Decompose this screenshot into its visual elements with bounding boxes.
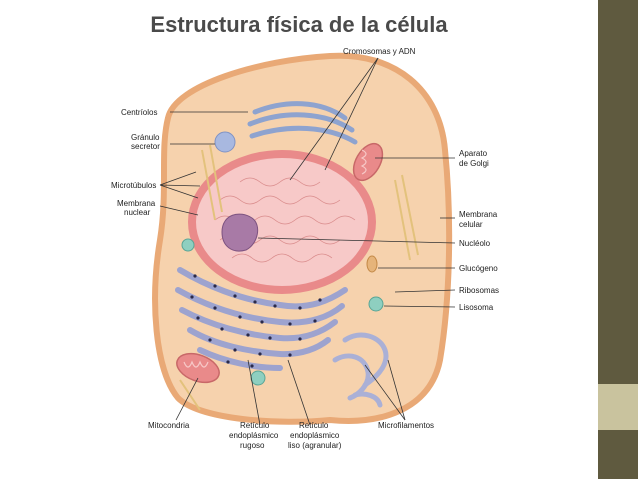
label-centriolos: Centríolos: [121, 108, 157, 117]
label-ser-3: liso (agranular): [288, 441, 342, 450]
mitochondrion-upper-right: [352, 142, 384, 182]
label-ser-1: Retículo: [299, 421, 329, 430]
microtubules: [179, 144, 419, 411]
label-ribosomas: Ribosomas: [459, 286, 499, 295]
label-microtubulos: Microtúbulos: [111, 181, 156, 190]
label-membrana-celular-2: celular: [459, 220, 483, 229]
mitochondrion-lower-left: [176, 352, 220, 384]
label-ser-2: endoplásmico: [290, 431, 340, 440]
leader-lines: [159, 57, 456, 426]
label-granulo-2: secretor: [131, 142, 160, 151]
label-golgi-1: Aparato: [459, 149, 488, 158]
label-membrana-nuclear-1: Membrana: [117, 199, 156, 208]
label-cromosomas: Cromosomas y ADN: [343, 47, 416, 56]
sidebar-band-bottom: [598, 430, 638, 479]
vesicle-green-lower: [250, 370, 266, 386]
decorative-sidebar: [598, 0, 638, 479]
lysosome: [368, 296, 384, 312]
secretory-granule: [214, 131, 236, 153]
nucleolus: [221, 213, 259, 252]
label-mitocondria: Mitocondria: [148, 421, 190, 430]
sidebar-band-middle: [598, 384, 638, 430]
rough-endoplasmic-reticulum: [175, 267, 348, 371]
label-lisosoma: Lisosoma: [459, 303, 494, 312]
sidebar-band-top: [598, 0, 638, 384]
label-glucogeno: Glucógeno: [459, 264, 498, 273]
glycogen: [366, 255, 378, 273]
label-rer-3: rugoso: [240, 441, 265, 450]
label-granulo-1: Gránulo: [131, 133, 160, 142]
label-rer-2: endoplásmico: [229, 431, 279, 440]
label-nucleolo: Nucléolo: [459, 239, 491, 248]
label-membrana-celular-1: Membrana: [459, 210, 498, 219]
golgi-apparatus: [247, 101, 358, 145]
slide-title: Estructura física de la célula: [150, 12, 448, 37]
vesicle-green: [181, 238, 195, 252]
cell-diagram: Cromosomas y ADN Centríolos Gránulo secr…: [111, 47, 499, 450]
nucleus: [188, 150, 376, 294]
label-golgi-2: de Golgi: [459, 159, 489, 168]
label-microfilamentos: Microfilamentos: [378, 421, 434, 430]
ribosome-dots: [190, 274, 322, 368]
label-rer-1: Retículo: [240, 421, 270, 430]
label-membrana-nuclear-2: nuclear: [124, 208, 151, 217]
